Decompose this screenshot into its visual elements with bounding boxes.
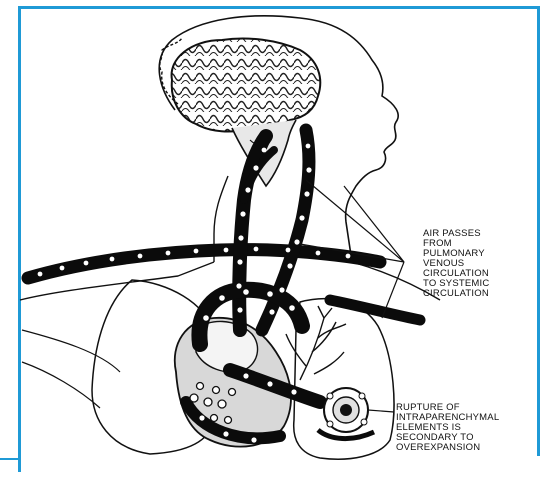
- ruptured-alveolus: [318, 388, 374, 439]
- leader-lines: [300, 180, 404, 412]
- annotation-rupture: RUPTURE OF INTRAPARENCHYMAL ELEMENTS IS …: [396, 403, 499, 453]
- annotation-line: CIRCULATION: [423, 289, 489, 299]
- annotation-air-passage: AIR PASSES FROM PULMONARY VENOUS CIRCULA…: [423, 229, 489, 299]
- annotation-line: OVEREXPANSION: [396, 443, 499, 453]
- left-arm-outline: [22, 330, 120, 408]
